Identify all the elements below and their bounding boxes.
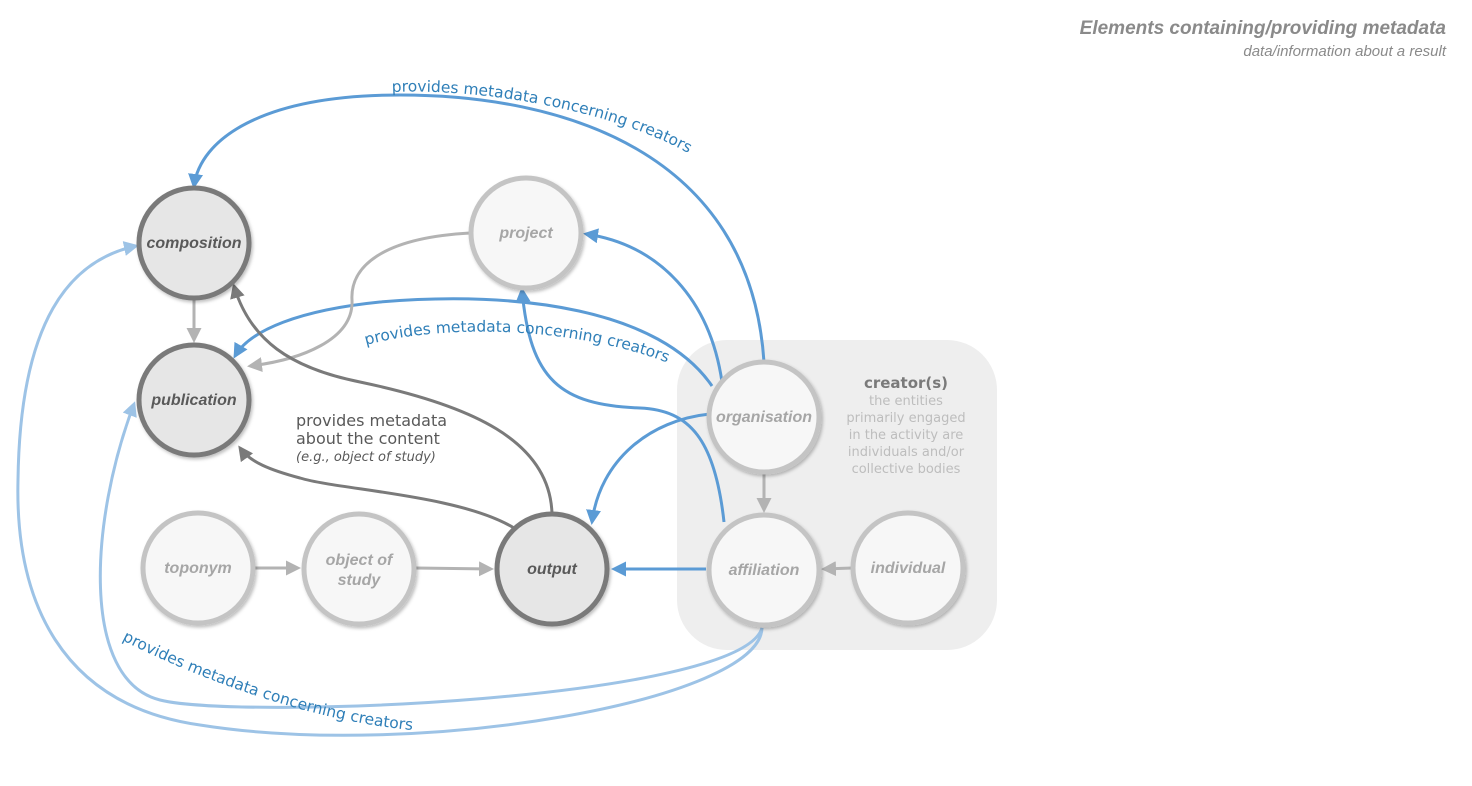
edge-affiliation-to-publication: [98, 401, 764, 709]
node-object-label-1: object of: [326, 552, 394, 569]
content-label-2: about the content: [296, 429, 440, 448]
edge-organisation-to-composition: [188, 93, 766, 363]
node-affiliation: affiliation: [706, 512, 822, 628]
edge-output-to-composition: [230, 283, 554, 515]
node-publication-label: publication: [150, 392, 237, 409]
node-toponym: toponym: [140, 510, 256, 626]
node-project: project: [468, 175, 584, 291]
creators-desc-1: the entities: [869, 394, 943, 409]
node-output: output: [494, 511, 610, 627]
creators-desc-4: individuals and/or: [848, 445, 965, 460]
node-object-of-study: object of study: [301, 511, 417, 627]
node-organisation-label: organisation: [716, 409, 812, 426]
edge-object-to-output: [415, 561, 494, 577]
node-composition-label: composition: [146, 235, 241, 252]
edge-project-to-publication: [247, 231, 471, 373]
edge-output-to-publication: [238, 445, 515, 530]
node-publication: publication: [136, 342, 252, 458]
content-label-3: (e.g., object of study): [296, 450, 436, 465]
node-individual-label: individual: [871, 560, 946, 577]
edge-individual-to-affiliation: [821, 561, 853, 577]
creators-desc-5: collective bodies: [852, 462, 961, 477]
creators-title: creator(s): [864, 374, 948, 392]
edge-organisation-to-output: [586, 412, 711, 525]
legend: Elements containing/providing metadata d…: [1080, 18, 1446, 60]
edge-label-creators-top: provides metadata concerning creators: [391, 78, 695, 157]
edge-affiliation-to-composition: [16, 241, 764, 737]
edge-organisation-to-publication: [233, 297, 714, 387]
content-label-1: provides metadata: [296, 411, 447, 430]
node-composition: composition: [136, 185, 252, 301]
node-toponym-label: toponym: [164, 560, 232, 577]
node-individual: individual: [850, 510, 966, 626]
node-object-label-2: study: [338, 572, 382, 589]
legend-title: Elements containing/providing metadata: [1079, 18, 1446, 39]
node-affiliation-label: affiliation: [729, 562, 800, 579]
node-output-label: output: [527, 561, 577, 578]
edge-affiliation-to-project: [515, 287, 726, 523]
creators-desc-2: primarily engaged: [846, 411, 965, 426]
node-organisation: organisation: [706, 359, 822, 475]
creators-desc-3: in the activity are: [849, 428, 964, 443]
edge-organisation-to-project: [583, 228, 724, 383]
node-project-label: project: [498, 225, 553, 242]
legend-subtitle: data/information about a result: [1243, 43, 1446, 60]
